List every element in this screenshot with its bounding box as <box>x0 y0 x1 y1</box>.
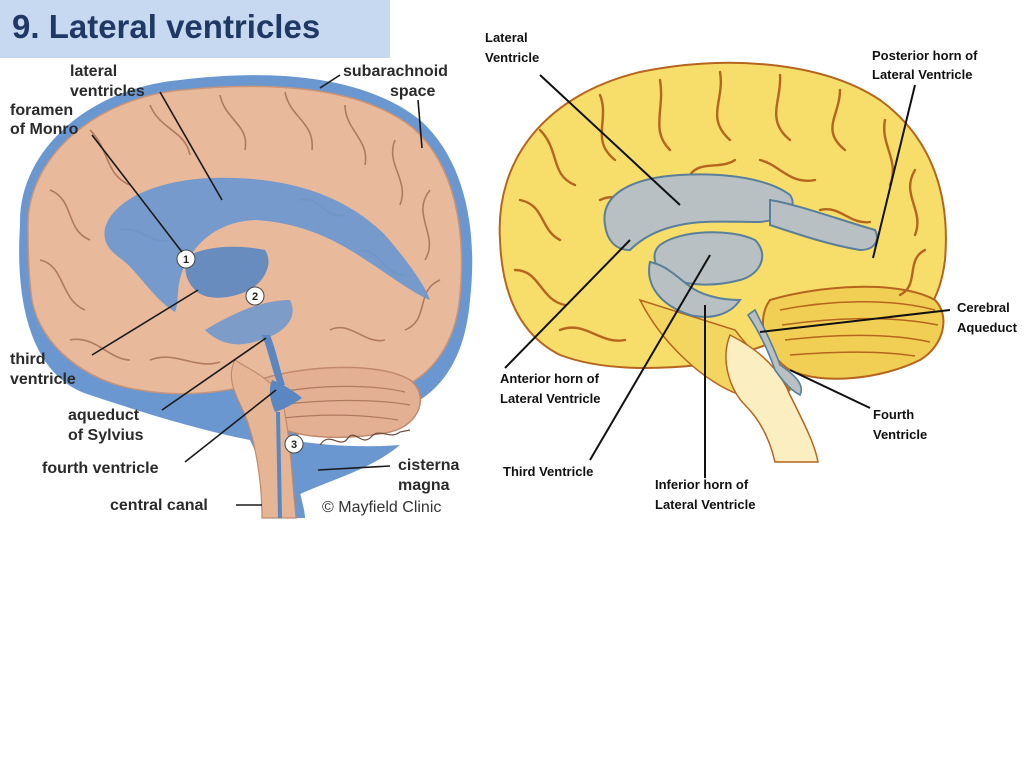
label-third-ventricle-1: third <box>10 351 46 368</box>
label-anterior-horn-1: Anterior horn of <box>500 371 600 386</box>
marker-2: 2 <box>245 286 265 306</box>
label-cisterna-magna-1: cisterna <box>398 457 459 474</box>
central-canal-shape <box>276 412 282 518</box>
label-fourth-ventricle: fourth ventricle <box>42 460 159 477</box>
label-cerebral-aqueduct-1: Cerebral <box>957 300 1010 315</box>
label-fourth-ventricle-r-1: Fourth <box>873 407 914 422</box>
marker-1: 1 <box>176 249 196 269</box>
label-fourth-ventricle-r-2: Ventricle <box>873 427 927 442</box>
artist-signature <box>319 429 411 446</box>
label-lateral-ventricle-2: Ventricle <box>485 50 539 65</box>
title-banner: 9. Lateral ventricles <box>0 0 390 58</box>
credit-mayfield-clinic: © Mayfield Clinic <box>322 499 441 516</box>
right-leader-lines <box>504 74 951 478</box>
label-inferior-horn-1: Inferior horn of <box>655 477 749 492</box>
label-cisterna-magna-2: magna <box>398 477 450 494</box>
label-lateral-ventricles-2: ventricles <box>70 83 145 100</box>
svg-text:1: 1 <box>183 254 189 266</box>
left-leader-lines <box>91 74 423 506</box>
label-foramen-of-monro-1: foramen <box>10 102 73 119</box>
label-third-ventricle-r: Third Ventricle <box>503 464 593 479</box>
svg-text:2: 2 <box>252 291 258 303</box>
right-posterior-horn <box>769 198 878 252</box>
lateral-ventricle-shape <box>104 177 430 312</box>
fourth-ventricle-shape <box>269 380 302 412</box>
label-lateral-ventricle-1: Lateral <box>485 30 528 45</box>
label-cerebral-aqueduct-2: Aqueduct <box>957 320 1018 335</box>
label-anterior-horn-2: Lateral Ventricle <box>500 391 600 406</box>
right-brain-figure: Lateral Ventricle Posterior horn of Late… <box>485 30 1018 512</box>
label-inferior-horn-2: Lateral Ventricle <box>655 497 755 512</box>
label-subarachnoid-space-1: subarachnoid <box>343 63 448 80</box>
label-aqueduct-of-sylvius-2: of Sylvius <box>68 427 144 444</box>
label-foramen-of-monro-2: of Monro <box>10 121 79 138</box>
right-inferior-horn <box>648 260 742 318</box>
label-posterior-horn-2: Lateral Ventricle <box>872 67 972 82</box>
slide-title: 9. Lateral ventricles <box>12 8 321 45</box>
third-ventricle-shape <box>185 246 269 298</box>
label-central-canal: central canal <box>110 497 208 514</box>
cerebrum <box>27 85 463 396</box>
aqueduct-shape <box>262 335 285 385</box>
label-aqueduct-of-sylvius-1: aqueduct <box>68 407 140 424</box>
label-posterior-horn-1: Posterior horn of <box>872 48 978 63</box>
left-brain-figure: 1 2 3 lateral ventricles foramen of Monr… <box>10 63 473 519</box>
label-lateral-ventricles-1: lateral <box>70 63 117 80</box>
svg-text:3: 3 <box>291 439 297 451</box>
label-third-ventricle-2: ventricle <box>10 371 76 388</box>
right-cerebellum <box>761 285 945 380</box>
label-subarachnoid-space-2: space <box>390 83 435 100</box>
temporal-horn-shape <box>205 300 293 345</box>
cisterna-magna-csf <box>290 440 400 495</box>
marker-3: 3 <box>284 434 304 454</box>
